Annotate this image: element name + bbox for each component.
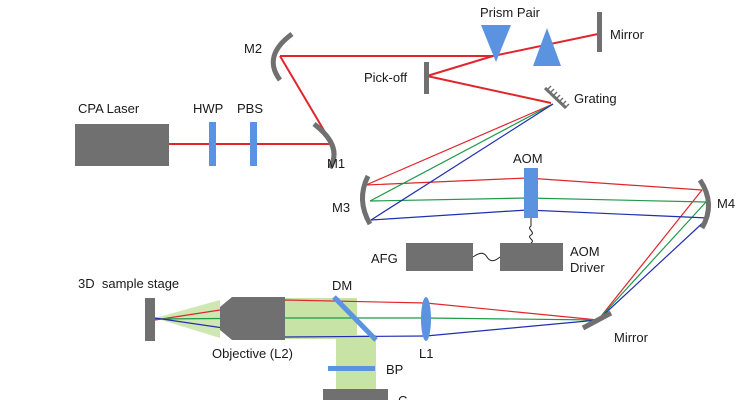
pick-off-label: Pick-off <box>364 70 407 85</box>
m4-label: M4 <box>717 196 735 211</box>
m3-curved-mirror <box>360 174 373 226</box>
aom-driver-label-line2: Driver <box>570 260 605 275</box>
prism-left <box>481 25 511 62</box>
afg-driver-cable <box>472 252 501 262</box>
hwp-plate <box>209 122 216 166</box>
dichroic-mirror <box>332 295 378 342</box>
cpa-laser-box <box>75 124 169 166</box>
m1-curved-mirror <box>312 122 337 170</box>
mirror-top-label: Mirror <box>610 27 645 42</box>
objective-label: Objective (L2) <box>212 346 293 361</box>
dm-label: DM <box>332 278 352 293</box>
sample-stage-label: 3D sample stage <box>78 276 179 291</box>
mirror-bottom <box>581 310 613 331</box>
hwp-label: HWP <box>193 101 223 116</box>
sample-stage <box>145 298 155 341</box>
aom-crystal <box>524 168 538 218</box>
aom-driver-cable <box>529 218 533 244</box>
aom-driver-label: AOM Driver <box>570 244 605 275</box>
mirror-bottom-label: Mirror <box>614 330 649 345</box>
pick-off-mirror <box>424 62 429 94</box>
beam-red <box>154 103 703 321</box>
grating-label: Grating <box>574 91 617 106</box>
grating-icon <box>543 85 570 110</box>
camera-label-partial: C <box>398 393 407 400</box>
pbs-plate <box>250 122 257 166</box>
laser-beam-path <box>168 33 599 145</box>
bp-label: BP <box>386 362 403 377</box>
mirror-top <box>597 12 602 52</box>
m3-label: M3 <box>332 200 350 215</box>
m4-curved-mirror <box>697 178 711 230</box>
fluorescence-path-vertical <box>336 335 376 393</box>
l1-label: L1 <box>419 346 433 361</box>
l1-lens <box>421 297 431 341</box>
m2-label: M2 <box>244 41 262 56</box>
afg-label: AFG <box>371 251 398 266</box>
objective-body <box>220 297 285 340</box>
aom-driver-label-line1: AOM <box>570 244 600 259</box>
bp-filter <box>328 366 375 371</box>
aom-label: AOM <box>513 151 543 166</box>
afg-box <box>406 243 473 271</box>
pbs-label: PBS <box>237 101 263 116</box>
camera-box <box>323 389 388 400</box>
prism-pair-label: Prism Pair <box>480 5 541 20</box>
aom-driver-box <box>500 243 563 271</box>
cpa-laser-label: CPA Laser <box>78 101 140 116</box>
m2-curved-mirror <box>270 31 294 82</box>
prism-right <box>533 28 561 66</box>
m1-label: M1 <box>327 156 345 171</box>
